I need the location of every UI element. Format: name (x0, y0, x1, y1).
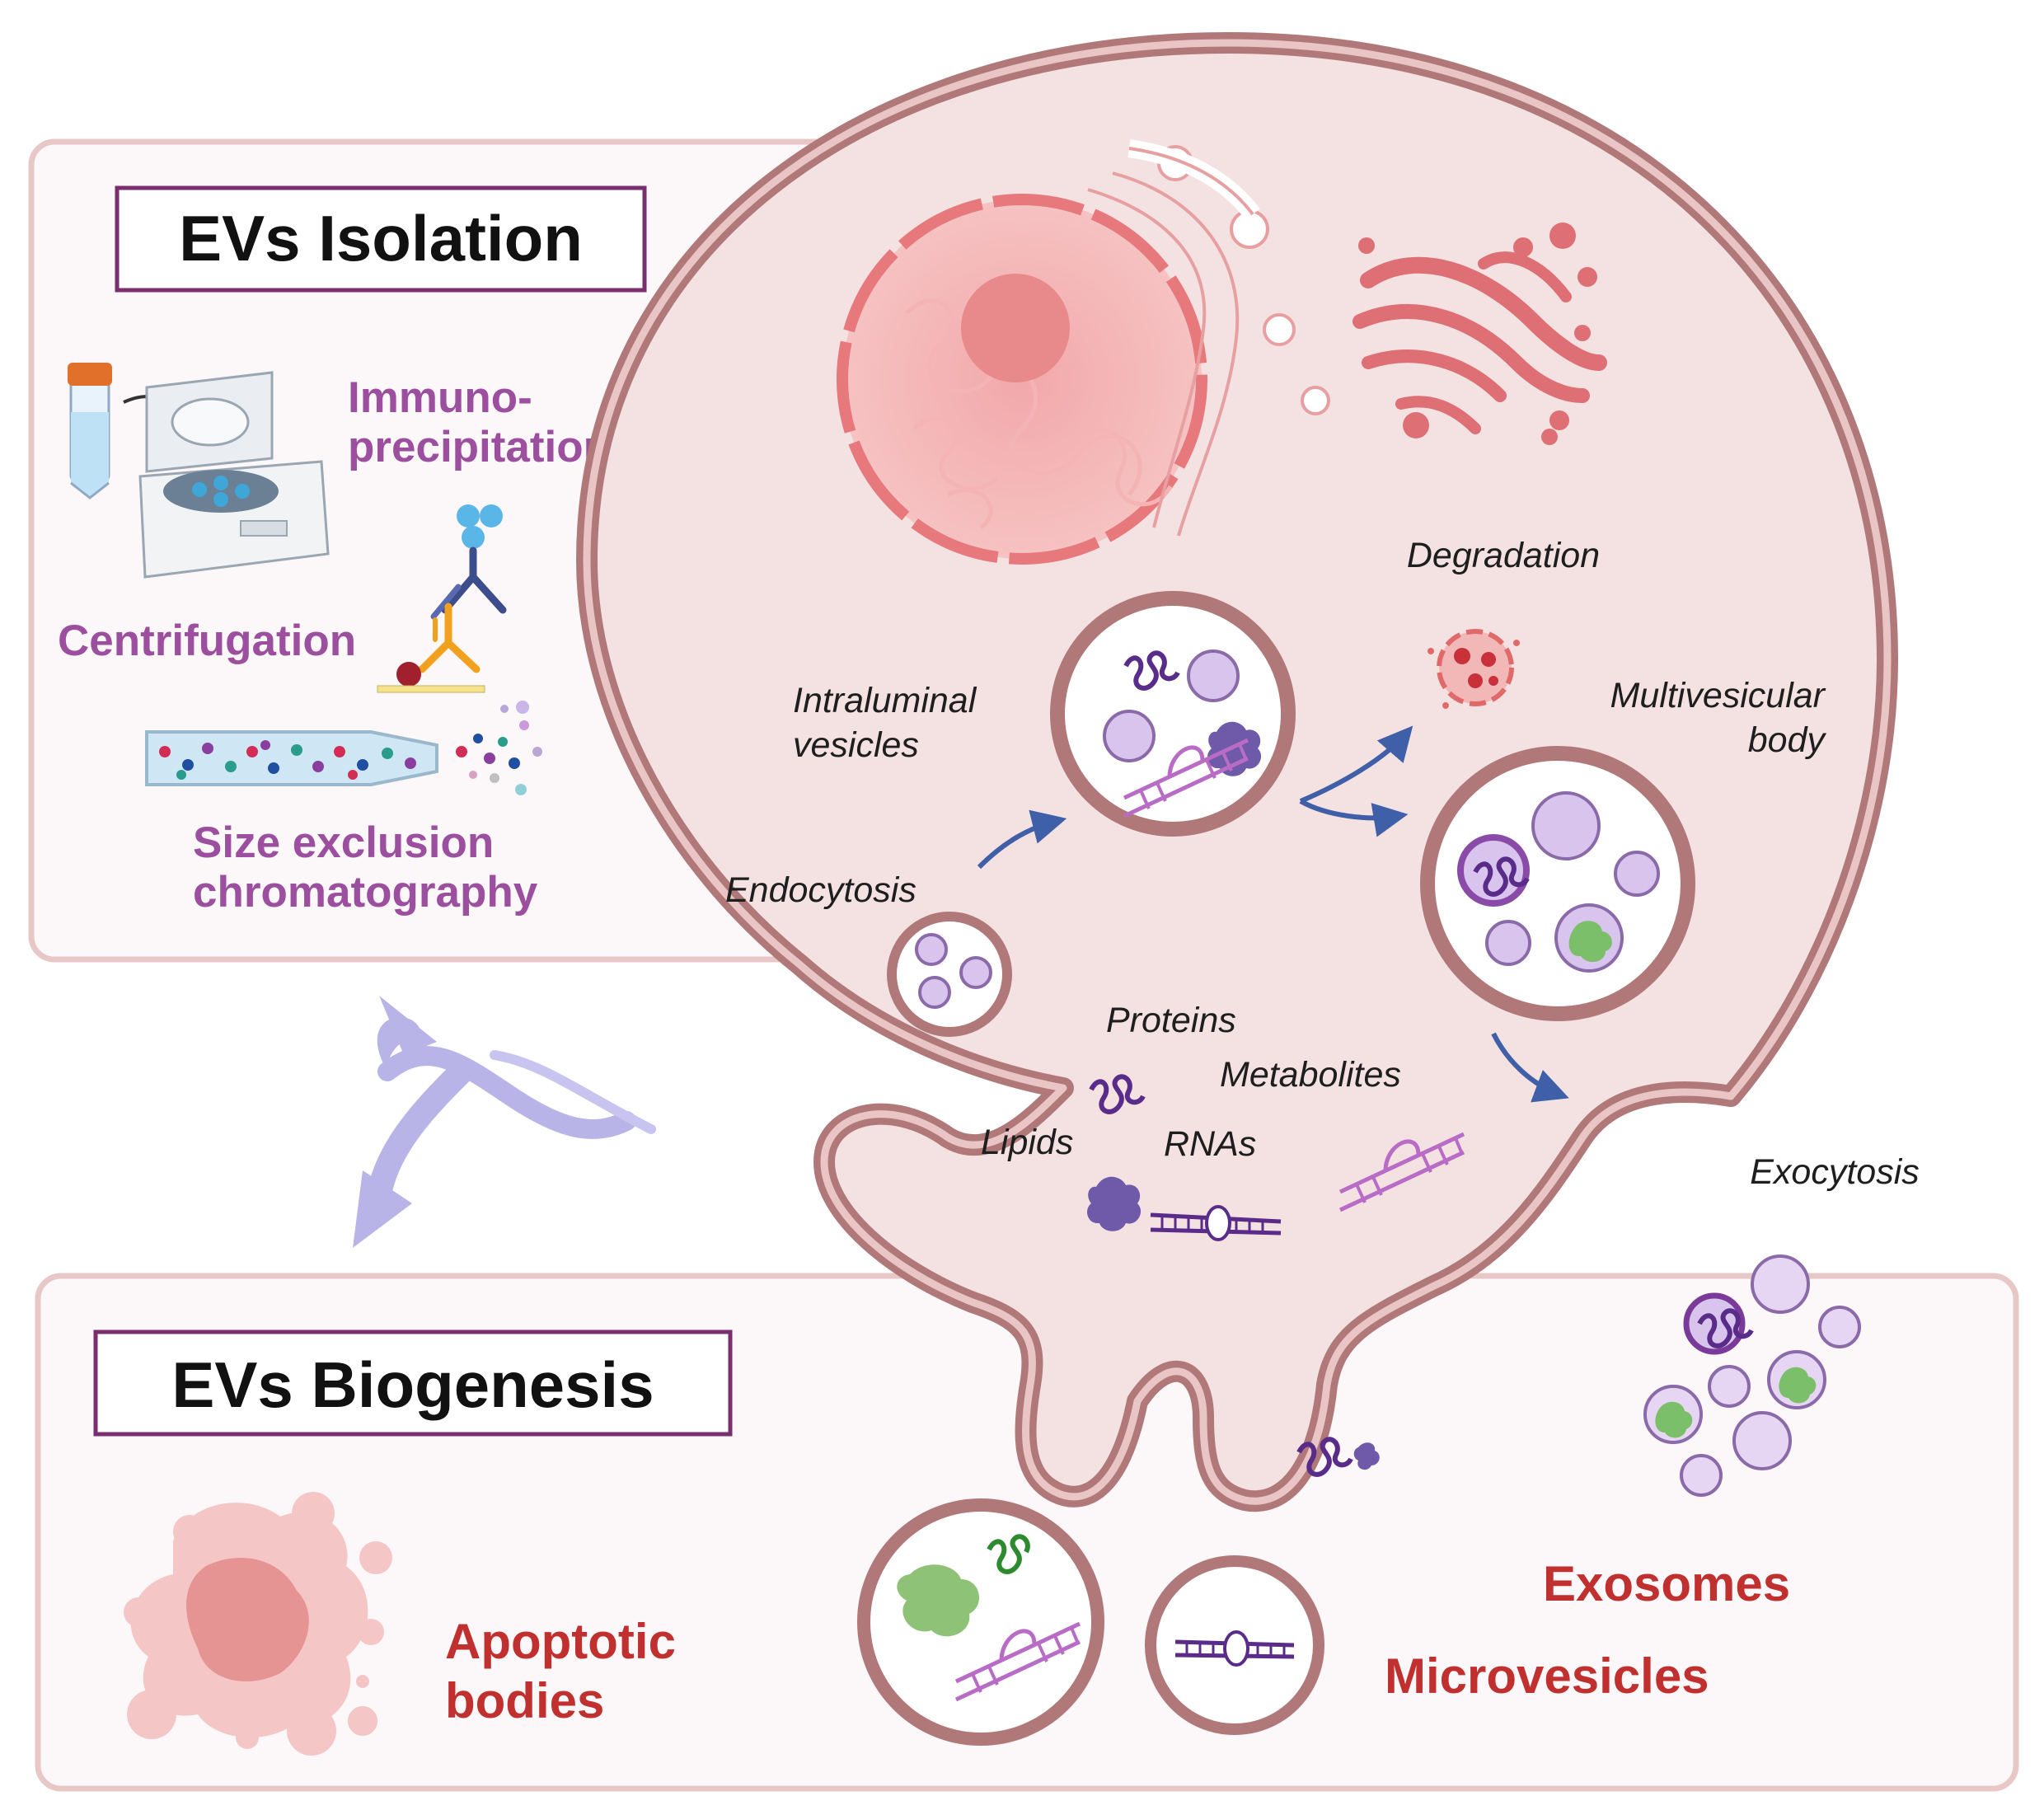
apoptotic-label-1: Apoptotic (445, 1614, 676, 1669)
intraluminal-label-2: vesicles (793, 725, 919, 765)
exosomes-label: Exosomes (1543, 1556, 1790, 1611)
microvesicle-icon (1145, 1555, 1324, 1735)
sec-column-icon (145, 701, 542, 795)
proteins-label: Proteins (1106, 1001, 1236, 1040)
apoptotic-label-2: bodies (445, 1673, 604, 1728)
rnas-label: RNAs (1164, 1124, 1256, 1164)
early-endosome-icon (1050, 591, 1296, 837)
endocytic-vesicle-icon (887, 912, 1012, 1037)
immunoprecipitation-label-1: Immuno- (348, 373, 532, 422)
metabolites-label: Metabolites (1220, 1055, 1401, 1095)
antibody-icon (377, 504, 507, 693)
biogenesis-title-box (93, 1329, 733, 1437)
endocytosis-label: Endocytosis (725, 870, 917, 910)
immunoprecipitation-label-2: precipitation (348, 423, 610, 471)
released-exosomes-icon (1643, 1254, 1861, 1497)
golgi-icon (1353, 223, 1607, 445)
double-arrow-icon (353, 996, 656, 1248)
centrifuge-icon (68, 363, 330, 579)
budding-protein-icon (1353, 1442, 1380, 1470)
isolation-title-box (115, 185, 647, 293)
microvesicles-label: Microvesicles (1385, 1648, 1709, 1704)
sec-label-2: chromatography (193, 868, 538, 917)
biogenesis-title: EVs Biogenesis (171, 1348, 654, 1421)
cell-membrane-inner (583, 39, 1892, 1505)
sec-label-1: Size exclusion (193, 818, 494, 867)
intraluminal-label-1: Intraluminal (793, 681, 977, 720)
centrifugation-label: Centrifugation (58, 617, 356, 665)
pathway-arrows (977, 725, 1569, 1103)
mvb-label-1: Multivesicular (1610, 676, 1826, 715)
exosome-large-icon (857, 1498, 1104, 1746)
exocytosis-label: Exocytosis (1750, 1152, 1920, 1192)
endoplasmic-reticulum-icon (1087, 139, 1330, 537)
lysosome-icon (1428, 629, 1520, 709)
nucleus-icon (837, 194, 1207, 565)
multivesicular-body-icon (1420, 746, 1695, 1021)
mrna-icon (1150, 1205, 1282, 1241)
apoptotic-body-icon (124, 1492, 392, 1756)
mvb-label-2: body (1748, 720, 1827, 760)
isolation-title: EVs Isolation (179, 202, 583, 274)
lipids-label: Lipids (981, 1123, 1073, 1162)
degradation-label: Degradation (1407, 536, 1600, 575)
